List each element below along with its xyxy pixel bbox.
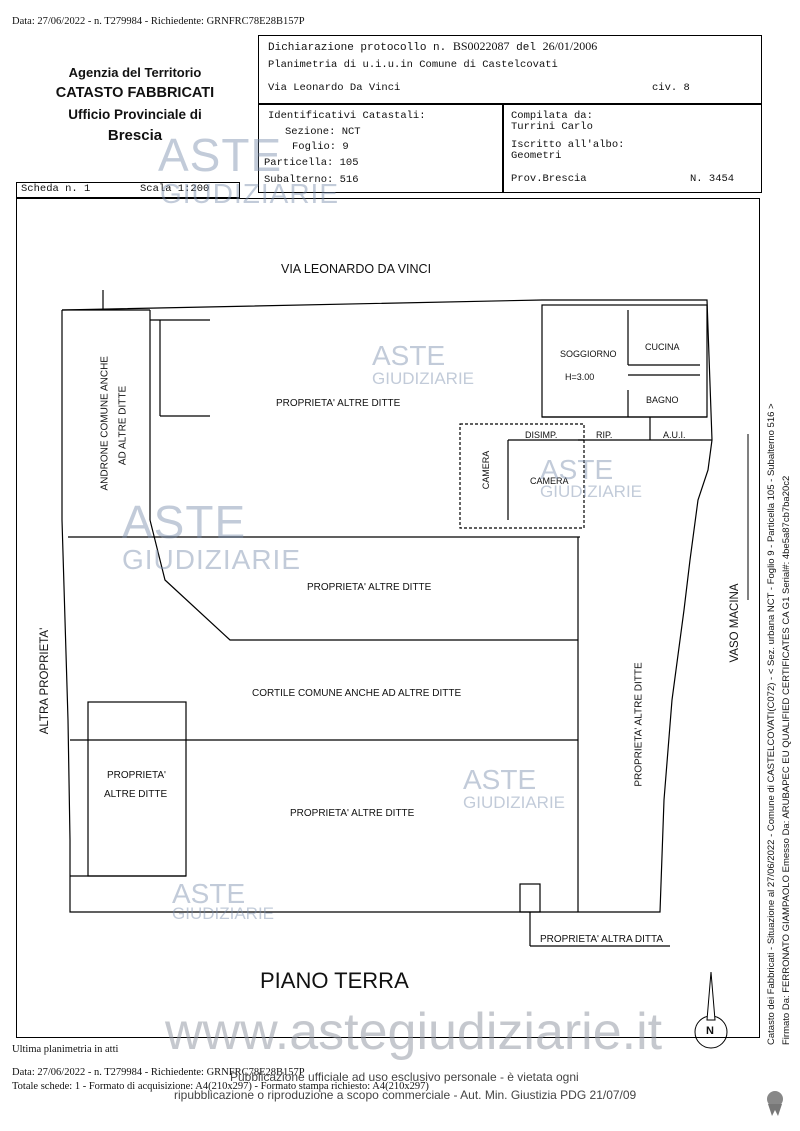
publication-notice-1: Pubblicazione ufficiale ad uso esclusivo… (230, 1070, 579, 1084)
plan-description: Planimetria di u.i.u.in Comune di Castel… (268, 59, 558, 71)
seal-icon (764, 1090, 786, 1116)
north-label: N (706, 1025, 714, 1037)
declaration-date: 26/01/2006 (542, 39, 598, 53)
footer-request-line: Data: 27/06/2022 - n. T279984 - Richiede… (12, 1067, 305, 1078)
footer-format-line: Totale schede: 1 - Formato di acquisizio… (12, 1081, 429, 1092)
side-signature-line: Firmato Da: FERRONATO GIAMPAOLO Emesso D… (781, 475, 792, 1045)
compiler-name: Turrini Carlo (511, 121, 593, 133)
catasto-title: CATASTO FABBRICATI (55, 85, 215, 101)
altra-proprieta-label: ALTRA PROPRIETA' (39, 627, 51, 735)
protocol-number: BS0022087 (452, 39, 510, 53)
room-camera-1: CAMERA (481, 450, 491, 490)
office-city: Brescia (107, 127, 163, 144)
room-soggiorno: SOGGIORNO (560, 349, 617, 359)
watermark-aste-1: ASTE (158, 129, 283, 181)
side-cadastral-line: Catasto dei Fabbricati - Situazione al 2… (766, 403, 777, 1045)
office-label: Ufficio Provinciale di (68, 107, 202, 122)
albo-value: Geometri (511, 150, 562, 162)
province: Prov.Brescia (511, 173, 587, 185)
agency-block: Agenzia del Territorio CATASTO FABBRICAT… (40, 62, 230, 146)
street-label: VIA LEONARDO DA VINCI (281, 262, 432, 276)
area-altra-ditta: PROPRIETA' ALTRA DITTA (540, 934, 664, 945)
compiler-label: Compilata da: (511, 110, 593, 122)
identifiers-box (258, 103, 504, 193)
scale: Scala 1:200 (140, 183, 210, 195)
room-rip: RIP. (596, 430, 613, 440)
compiler-box (502, 103, 762, 193)
drawing-frame (16, 198, 760, 1038)
request-line: Data: 27/06/2022 - n. T279984 - Richiede… (12, 16, 305, 27)
watermark-giudiziarie-5: GIUDIZIARIE (463, 793, 566, 812)
watermark-giudiziarie-2: GIUDIZIARIE (372, 369, 475, 388)
androne-label: ANDRONE COMUNE ANCHE (99, 356, 111, 491)
area-altre-ditte-1: PROPRIETA' ALTRE DITTE (276, 398, 401, 409)
floor-title: PIANO TERRA (260, 968, 409, 993)
watermark-aste-5: ASTE (463, 764, 537, 795)
registration-number: N. 3454 (690, 173, 735, 185)
area-altre-ditte-4: PROPRIETA' ALTRE DITTE (290, 808, 415, 819)
address: Via Leonardo Da Vinci (268, 82, 401, 94)
watermark-giudiziarie-4: GIUDIZIARIE (122, 544, 302, 575)
area-altre-ditte-2: PROPRIETA' ALTRE DITTE (307, 582, 432, 593)
room-disimp: DISIMP. (525, 430, 558, 440)
room-cucina: CUCINA (645, 342, 680, 352)
declaration-box (258, 35, 762, 105)
publication-notice-2: ripubblicazione o riproduzione a scopo c… (174, 1088, 637, 1102)
watermark-giudiziarie-1: GIUDIZIARIE (160, 178, 340, 209)
declaration-label: Dichiarazione protocollo n. BS0022087 de… (268, 39, 598, 54)
watermark-site: www.astegiudiziarie.it (165, 1003, 663, 1061)
watermark-aste-3: ASTE (540, 454, 614, 485)
watermark-giudiziarie-3: GIUDIZIARIE (540, 482, 643, 501)
sezione: Sezione: NCT (285, 126, 361, 138)
ceiling-height: H=3.00 (565, 372, 595, 382)
watermark-giudiziarie-6: GIUDIZIARIE (172, 904, 275, 923)
scheda-number: Scheda n. 1 (21, 183, 91, 195)
androne-label-2: AD ALTRE DITTE (117, 385, 129, 466)
area-altre-ditte-3b: ALTRE DITTE (104, 789, 168, 800)
subalterno: Subalterno: 516 (264, 174, 359, 186)
identifiers-title: Identificativi Catastali: (268, 110, 426, 122)
area-altre-ditte-3a: PROPRIETA' (107, 770, 166, 781)
room-camera-2: CAMERA (530, 476, 569, 486)
vaso-macina-label: VASO MACINA (729, 583, 741, 663)
area-cortile: CORTILE COMUNE ANCHE AD ALTRE DITTE (252, 688, 462, 699)
civic-number: civ. 8 (652, 82, 690, 94)
room-aui: A.U.I. (663, 430, 686, 440)
agency-name: Agenzia del Territorio (68, 65, 202, 80)
area-altre-ditte-right: PROPRIETA' ALTRE DITTE (633, 662, 645, 787)
foglio: Foglio: 9 (292, 141, 349, 153)
watermark-aste-6: ASTE (172, 878, 246, 909)
watermark-aste-2: ASTE (372, 340, 446, 371)
watermark-aste-4: ASTE (122, 496, 247, 548)
particella: Particella: 105 (264, 157, 359, 169)
last-plan-note: Ultima planimetria in atti (12, 1044, 119, 1055)
room-bagno: BAGNO (646, 395, 679, 405)
scheda-box (16, 182, 240, 198)
albo-label: Iscritto all'albo: (511, 139, 625, 151)
